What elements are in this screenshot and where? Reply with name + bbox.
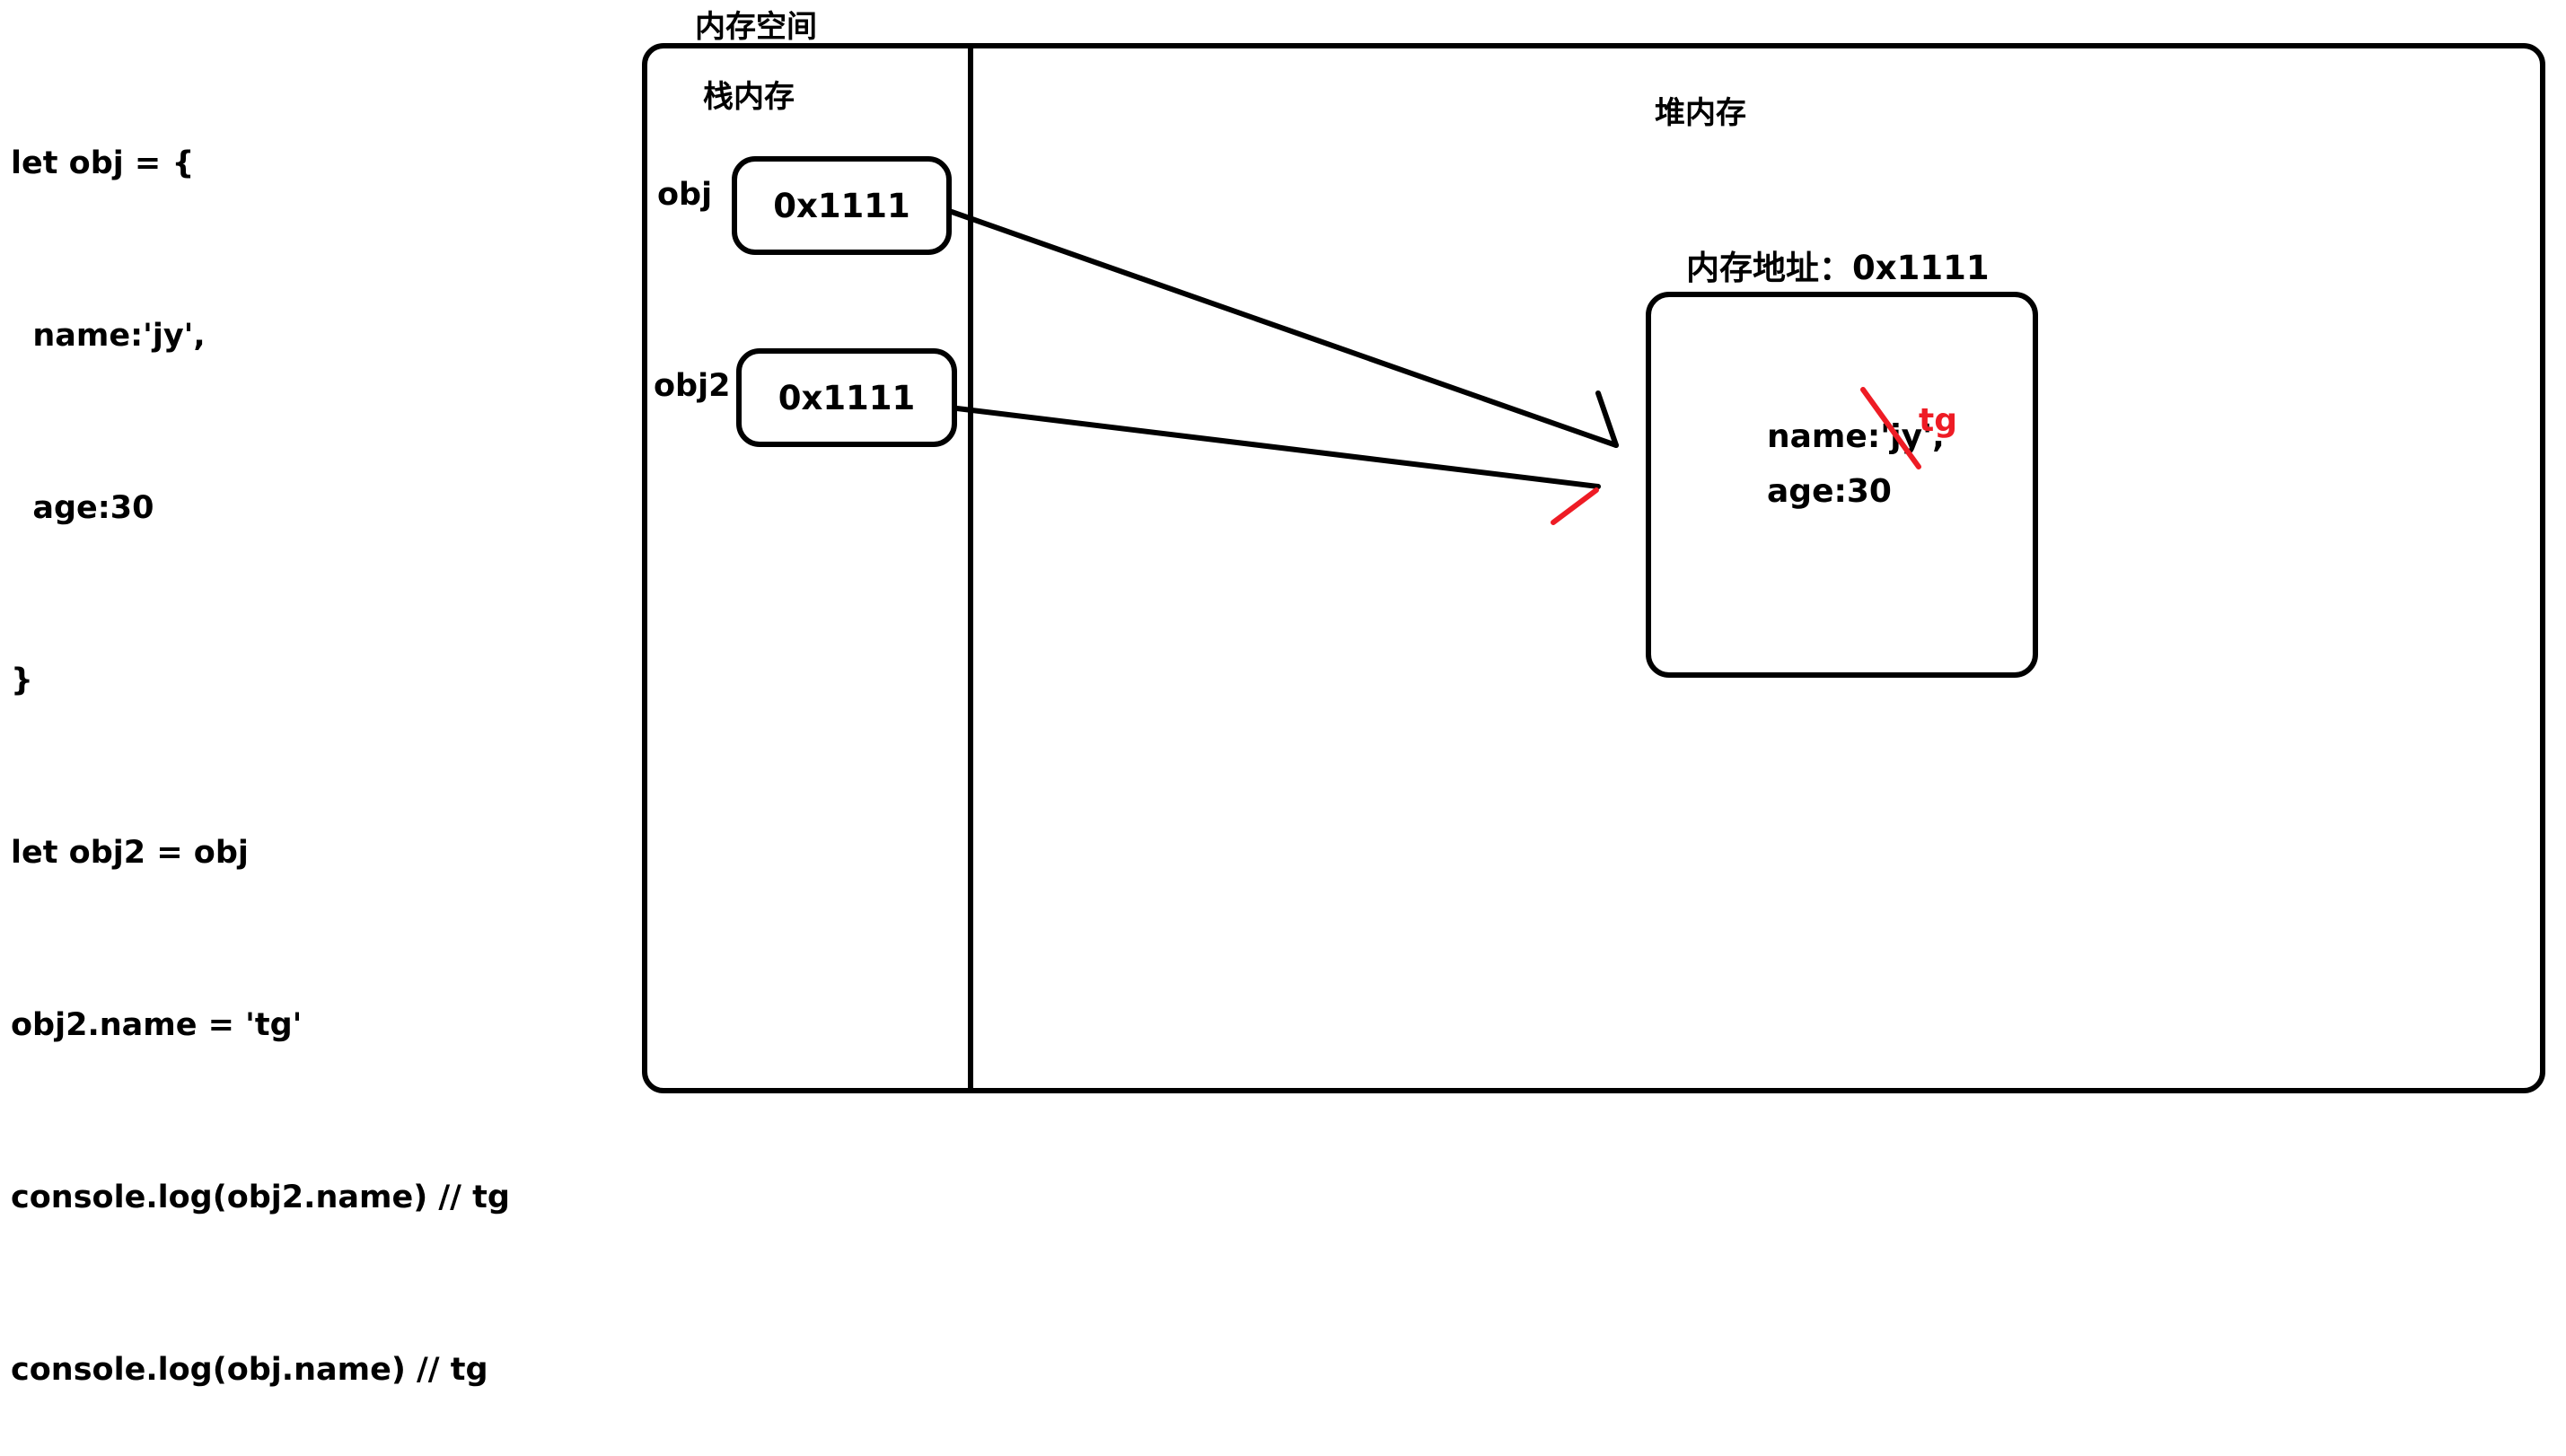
code-line: console.log(obj.name) // tg xyxy=(11,1352,488,1388)
stack-reference-obj2: 0x1111 xyxy=(736,348,957,447)
code-line: let obj = { xyxy=(11,145,195,181)
updated-name-value: tg xyxy=(1919,402,1957,439)
reference-value: 0x1111 xyxy=(778,378,916,417)
code-line: name:'jy', xyxy=(11,318,206,354)
heap-address-label: 内存地址：0x1111 xyxy=(1686,249,1990,287)
code-line: age:30 xyxy=(11,490,154,526)
stack-variable-obj: obj xyxy=(657,177,713,213)
memory-space-box xyxy=(642,43,2545,1093)
code-line: console.log(obj2.name) // tg xyxy=(11,1180,510,1215)
stack-variable-obj2: obj2 xyxy=(654,368,731,404)
reference-value: 0x1111 xyxy=(773,186,910,225)
stack-heap-divider xyxy=(968,43,973,1093)
memory-space-title: 内存空间 xyxy=(695,9,817,45)
heap-memory-title: 堆内存 xyxy=(1655,95,1746,131)
stack-memory-title: 栈内存 xyxy=(703,79,795,115)
stack-reference-obj: 0x1111 xyxy=(732,156,952,255)
heap-property-age: age:30 xyxy=(1767,473,1892,510)
heap-object-box xyxy=(1646,292,2038,678)
code-line: } xyxy=(11,662,33,698)
code-line: obj2.name = 'tg' xyxy=(11,1007,303,1043)
code-line: let obj2 = obj xyxy=(11,835,249,871)
code-listing: let obj = { name:'jy', age:30 } let obj2… xyxy=(11,20,585,1456)
